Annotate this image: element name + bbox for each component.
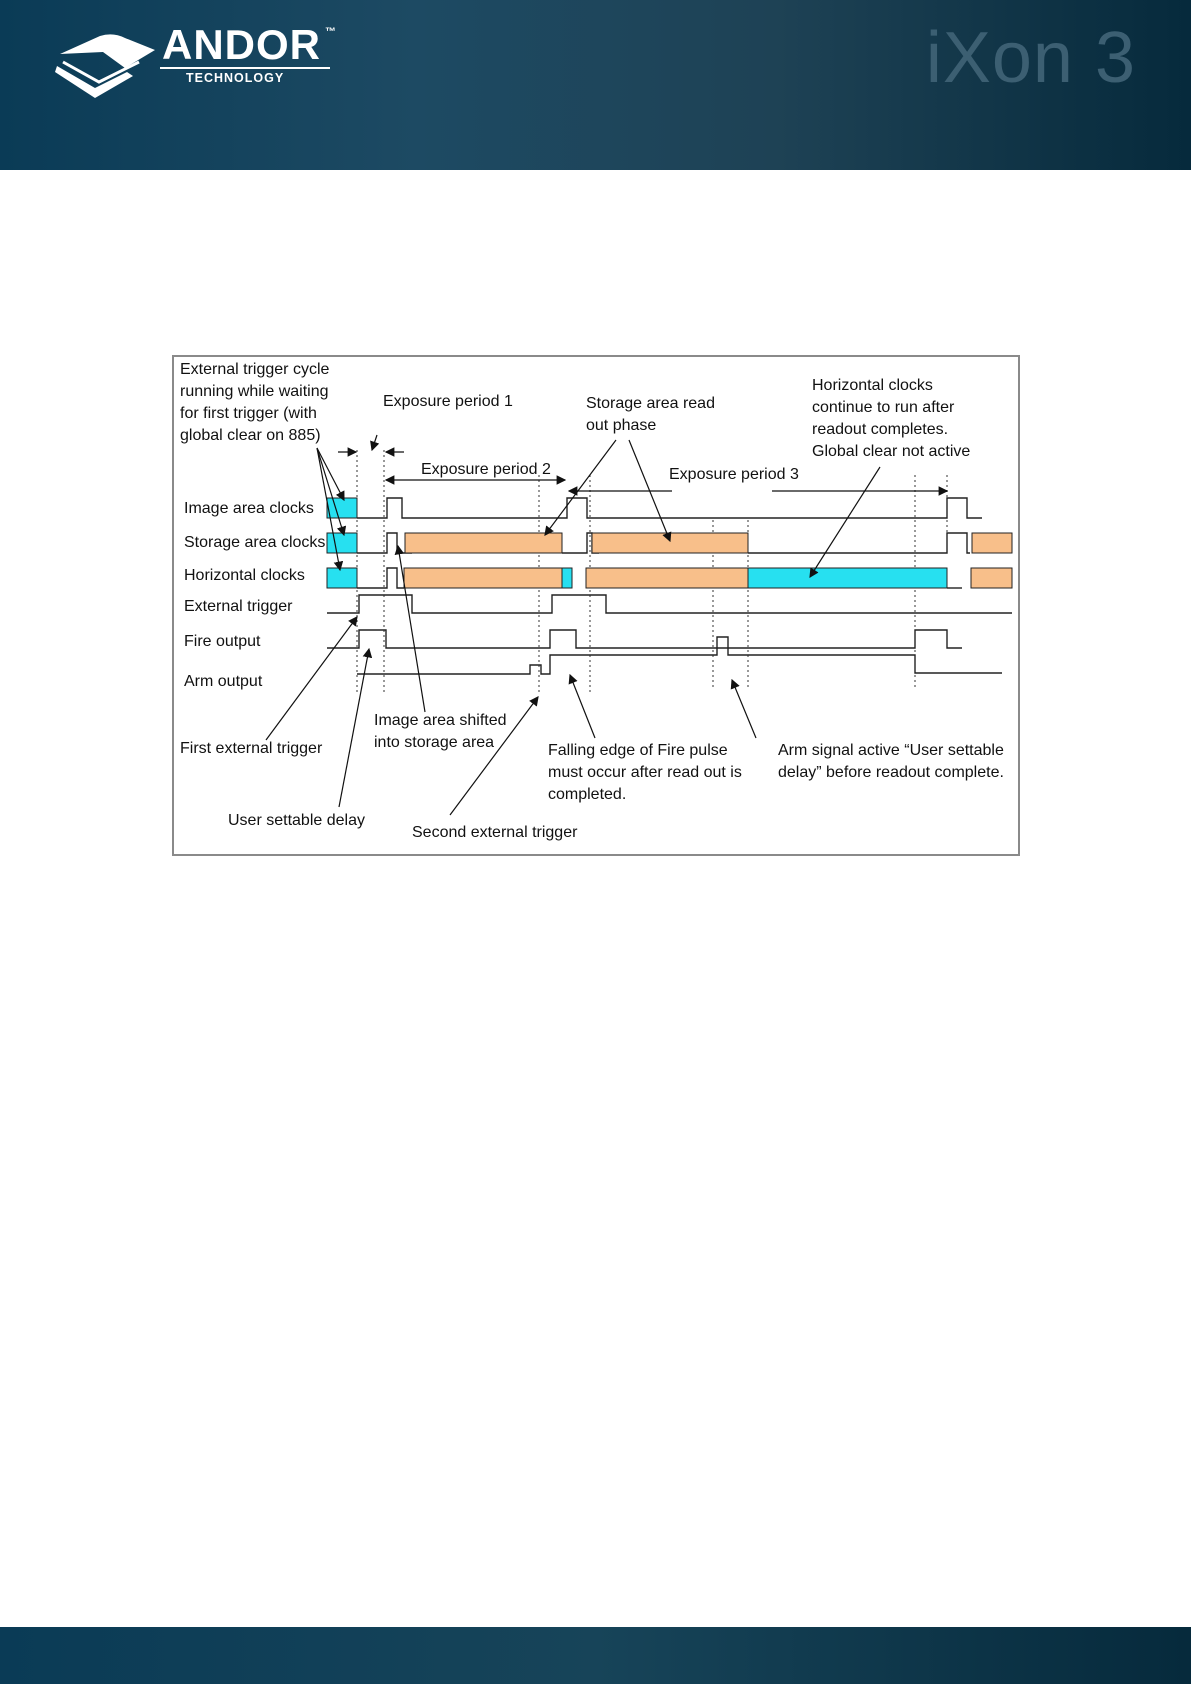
andor-logo-icon [55,34,155,98]
annotation-horizontal-continue-line1: Horizontal clocks [812,377,933,394]
row-label-horizontal-clocks: Horizontal clocks [184,567,305,584]
annotation-arm-signal-line1: Arm signal active “User settable [778,742,1004,759]
row-label-fire-output: Fire output [184,633,261,650]
annotation-horizontal-continue-line2: continue to run after [812,399,955,416]
timing-diagram: Image area clocks Storage area clocks Ho… [172,355,1020,856]
product-name: iXon 3 [925,18,1136,98]
page-header: ANDOR ™ TECHNOLOGY iXon 3 [0,0,1191,170]
row-label-arm-output: Arm output [184,673,263,690]
annotation-ext-trigger-cycle-line4: global clear on 885) [180,427,321,444]
annotation-first-external-trigger: First external trigger [180,740,323,757]
brand-subtitle: TECHNOLOGY [186,71,285,85]
trademark-mark: ™ [325,26,336,38]
annotation-exposure-period-2: Exposure period 2 [421,461,551,478]
annotation-arm-signal-line2: delay” before readout complete. [778,764,1004,781]
annotation-storage-read-out-line1: Storage area read [586,395,715,412]
annotation-user-settable-delay: User settable delay [228,812,365,829]
annotation-ext-trigger-cycle-line3: for first trigger (with [180,405,317,422]
annotation-exposure-period-1: Exposure period 1 [383,393,513,410]
annotation-falling-edge-line2: must occur after read out is [548,764,742,781]
annotation-image-area-shifted-line2: into storage area [374,734,494,751]
annotation-exposure-period-3: Exposure period 3 [669,466,799,483]
annotation-ext-trigger-cycle-line2: running while waiting [180,383,329,400]
brand-divider [160,67,330,69]
annotation-falling-edge-line1: Falling edge of Fire pulse [548,742,728,759]
annotation-falling-edge-line3: completed. [548,786,626,803]
annotation-horizontal-continue-line4: Global clear not active [812,443,970,460]
annotation-image-area-shifted-line1: Image area shifted [374,712,507,729]
row-label-external-trigger: External trigger [184,598,293,615]
row-label-storage-area-clocks: Storage area clocks [184,534,325,551]
page-footer [0,1627,1191,1684]
annotation-horizontal-continue-line3: readout completes. [812,421,948,438]
annotation-storage-read-out-line2: out phase [586,417,656,434]
brand-name: ANDOR [162,21,321,68]
annotation-ext-trigger-cycle-line1: External trigger cycle [180,361,329,378]
annotation-second-external-trigger: Second external trigger [412,824,578,841]
row-label-image-area-clocks: Image area clocks [184,500,314,517]
